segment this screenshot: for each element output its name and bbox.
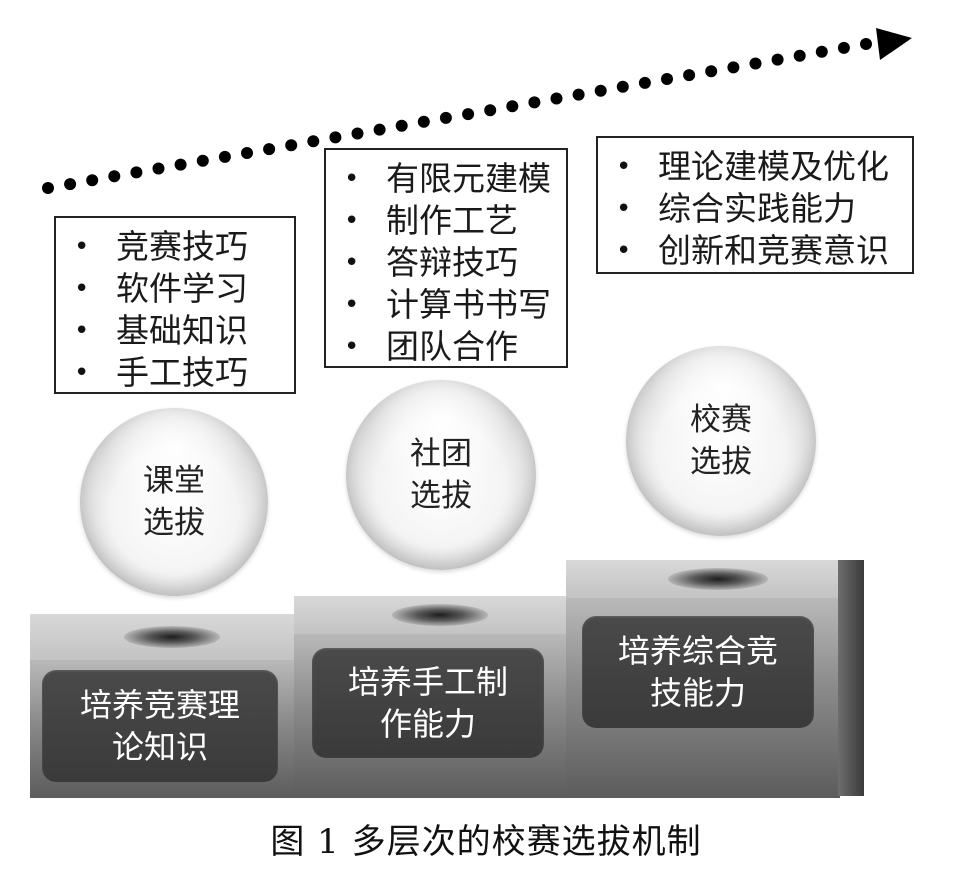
bullet-icon: • (344, 332, 360, 362)
stage-3-sphere-shadow (668, 568, 768, 590)
arrow-dot (683, 69, 696, 82)
arrow-dots (42, 38, 872, 194)
stage-1-sphere: 课堂选拔 (80, 408, 268, 596)
stage-3-list-box: •理论建模及优化 •综合实践能力 •创新和竞赛意识 (596, 136, 914, 274)
arrow-dot (462, 108, 475, 121)
stage-3-list-item: •创新和竞赛意识 (616, 231, 889, 270)
stage-3-list-item: •综合实践能力 (616, 189, 856, 228)
arrow-dot (727, 61, 740, 74)
stage-2-sphere-shadow (392, 604, 488, 626)
arrow-dot (528, 96, 541, 109)
bullet-icon: • (616, 194, 632, 224)
arrow-dot (241, 147, 253, 159)
bullet-icon: • (344, 164, 360, 194)
arrow-dot (860, 38, 872, 50)
stage-3-podium-side (838, 560, 864, 796)
stage-2-list-item: •团队合作 (344, 327, 518, 366)
stage-2-list-item: •计算书书写 (344, 285, 551, 324)
stage-2-sphere-label: 社团选拔 (410, 436, 472, 514)
bullet-icon: • (74, 232, 90, 262)
bullet-icon: • (344, 248, 360, 278)
arrow-dot (152, 162, 165, 175)
arrow-dot (439, 111, 452, 124)
arrow-dot (506, 100, 519, 113)
arrow-dot (594, 84, 607, 97)
arrow-dot (837, 41, 850, 54)
stage-2-list-item: •答辩技巧 (344, 243, 518, 282)
bullet-icon: • (74, 358, 90, 388)
arrow-dot (638, 76, 651, 89)
arrow-dot (329, 131, 342, 144)
bullet-icon: • (74, 316, 90, 346)
bullet-icon: • (616, 236, 632, 266)
arrow-dot (417, 115, 430, 128)
bullet-icon: • (616, 152, 632, 182)
stage-1-list-item: •竞赛技巧 (74, 227, 248, 266)
stage-1-sphere-label: 课堂选拔 (143, 463, 205, 541)
arrow-dot (395, 119, 408, 132)
stage-2-goal-panel: 培养手工制作能力 (312, 648, 544, 758)
stage-1-list-item: •基础知识 (74, 311, 248, 350)
stage-2-list-box: •有限元建模 •制作工艺 •答辩技巧 •计算书书写 •团队合作 (324, 148, 568, 368)
bullet-icon: • (74, 274, 90, 304)
arrow-dot (661, 73, 673, 85)
arrow-dot (484, 104, 497, 117)
stage-3-goal-text: 培养综合竞技能力 (617, 632, 778, 712)
figure-caption: 图 1 多层次的校赛选拔机制 (270, 822, 702, 862)
arrow-dot (616, 80, 629, 93)
arrow-dot (86, 174, 99, 187)
stage-2-goal-text: 培养手工制作能力 (347, 663, 508, 743)
stage-1-list-box: •竞赛技巧 •软件学习 •基础知识 •手工技巧 (54, 216, 296, 394)
stage-2-list-item: •制作工艺 (344, 201, 518, 240)
stage-2-sphere: 社团选拔 (346, 380, 536, 570)
arrow-dot (130, 166, 143, 179)
arrow-dot (550, 92, 563, 105)
stage-3-sphere: 校赛选拔 (626, 346, 816, 536)
arrow-dot (285, 139, 298, 152)
arrow-head (876, 28, 912, 60)
arrow-dot (771, 53, 784, 66)
arrow-dot (263, 143, 276, 156)
arrow-dot (351, 127, 364, 140)
arrow-dot (196, 154, 209, 167)
stage-1-sphere-shadow (124, 626, 220, 648)
arrow-dot (218, 150, 231, 163)
arrow-dot (108, 170, 121, 183)
arrow-dot (793, 49, 806, 62)
arrow-dot (373, 123, 386, 136)
arrow-dot (174, 158, 187, 171)
stage-2-list-item: •有限元建模 (344, 159, 551, 198)
stage-3-sphere-label: 校赛选拔 (690, 402, 752, 480)
arrow-dot (705, 65, 718, 78)
arrow-dot (572, 88, 585, 101)
bullet-icon: • (344, 206, 360, 236)
bullet-icon: • (344, 290, 360, 320)
stage-1-list-item: •软件学习 (74, 269, 248, 308)
stage-3-goal-panel: 培养综合竞技能力 (582, 616, 814, 728)
stage-1-list-item: •手工技巧 (74, 353, 248, 392)
stage-1-goal-text: 培养竞赛理论知识 (79, 686, 240, 766)
stage-1-goal-panel: 培养竞赛理论知识 (42, 670, 278, 782)
stage-3-list-item: •理论建模及优化 (616, 147, 889, 186)
arrow-dot (42, 182, 54, 194)
arrow-dot (307, 135, 320, 148)
arrow-dot (64, 178, 77, 191)
arrow-dot (749, 57, 762, 70)
arrow-dot (815, 45, 828, 58)
